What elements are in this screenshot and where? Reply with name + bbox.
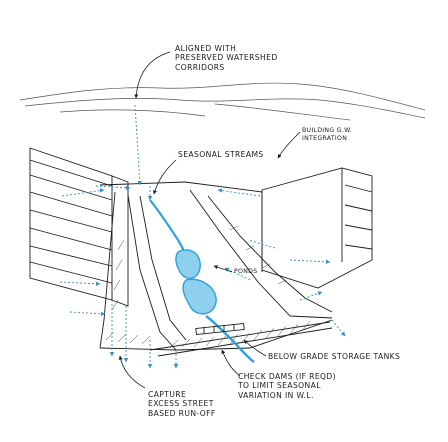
leader-check-dams — [221, 349, 241, 377]
check-dam — [195, 323, 245, 335]
ponds-annotation: PONDS — [234, 268, 258, 275]
building-annotation: BUILDING G.W. INTEGRATION — [302, 127, 353, 142]
leader-lines — [118, 51, 301, 389]
check-dams-annotation: CHECK DAMS (IF REQD) TO LIMIT SEASONAL V… — [238, 372, 337, 400]
capture-annotation: CAPTURE EXCESS STREET BASED RUN-OFF — [148, 390, 216, 418]
stream-lower — [205, 315, 255, 363]
leader-capture — [118, 355, 146, 389]
bank-hatching — [105, 225, 311, 349]
terrain-horizon — [19, 82, 426, 121]
watershed-annotation: ALIGNED WITH PRESERVED WATERSHED CORRIDO… — [175, 44, 278, 72]
pond-1 — [175, 249, 201, 279]
leader-watershed — [134, 51, 171, 99]
seasonal-stream — [149, 199, 255, 363]
leader-streams — [153, 159, 177, 195]
seasonal-streams-annotation: SEASONAL STREAMS — [178, 150, 264, 159]
corridor-banks — [99, 181, 333, 357]
pond-2 — [182, 278, 217, 315]
below-grade-annotation: BELOW GRADE STORAGE TANKS — [268, 352, 401, 361]
leader-ponds — [213, 265, 233, 273]
flow-arrows — [59, 104, 346, 369]
leader-below-grade — [243, 339, 267, 357]
left-building — [29, 147, 129, 307]
leader-building — [277, 131, 301, 159]
right-building — [261, 167, 373, 289]
